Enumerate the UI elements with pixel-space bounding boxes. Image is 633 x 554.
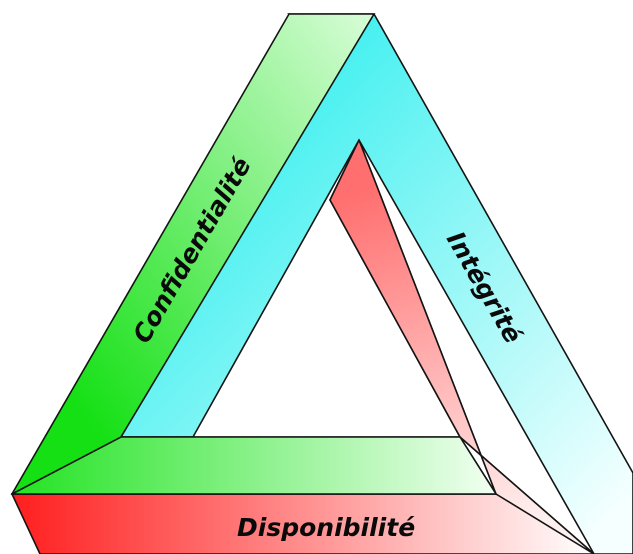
label-availability: Disponibilité	[237, 513, 415, 542]
confidentiality-bar-bottom	[11, 436, 498, 495]
availability-bar-inner	[329, 137, 595, 554]
